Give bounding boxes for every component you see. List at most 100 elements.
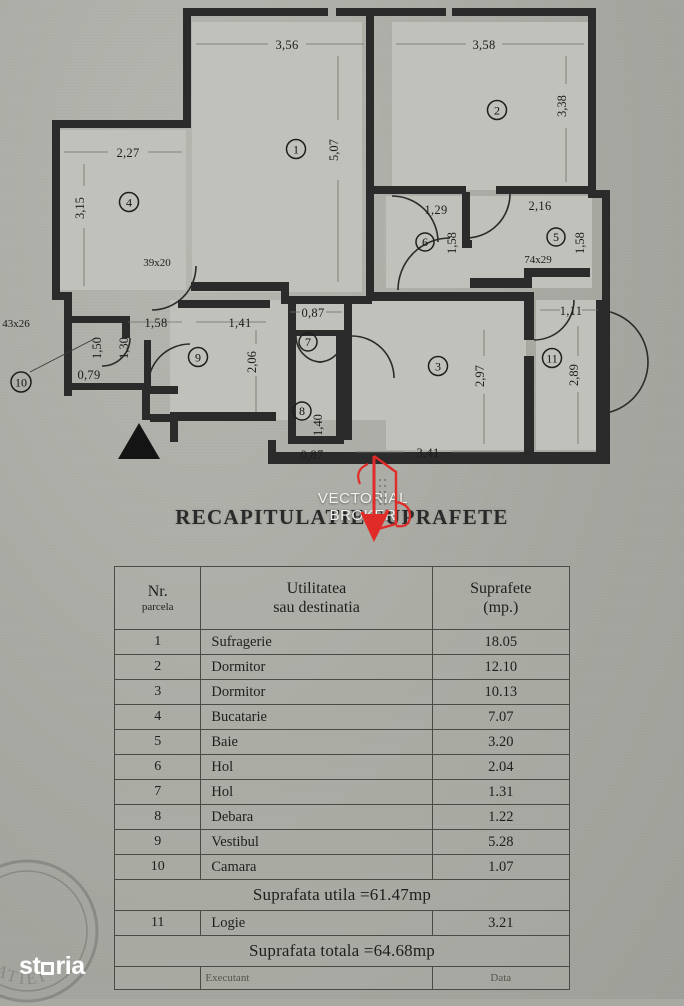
- dim-room9-height: 2,06: [245, 351, 259, 373]
- header-utilitatea-line1: Utilitatea: [286, 580, 347, 597]
- cell-use: Dormitor: [200, 654, 433, 680]
- room-marker-11: 11: [541, 347, 563, 369]
- cell-nr: 3: [113, 679, 202, 705]
- cell-use: Logie: [200, 910, 433, 936]
- room-fills: [58, 22, 610, 450]
- cell-area: 3.21: [431, 910, 571, 936]
- entrance-triangle-marker: [118, 423, 160, 459]
- storia-logo-suffix: ria: [55, 952, 85, 980]
- cell-nr: 6: [113, 754, 202, 780]
- cell-area: 7.07: [431, 704, 571, 730]
- cell-area: 1.31: [431, 779, 571, 805]
- room-marker-5: 5: [546, 227, 566, 247]
- dim-room11-width: 1,11: [560, 304, 583, 318]
- header-nr-big: Nr.: [147, 583, 168, 600]
- cell-nr: 4: [113, 704, 202, 730]
- room-label-9: 9: [195, 351, 201, 365]
- cell-use: Baie: [200, 729, 433, 755]
- room-marker-3: 3: [427, 355, 449, 377]
- cell-use: Debara: [200, 804, 433, 830]
- cell-area: 1.22: [431, 804, 571, 830]
- footer-cell-empty: [113, 966, 202, 990]
- cell-use: Hol: [200, 779, 433, 805]
- room-label-3: 3: [435, 360, 441, 374]
- cell-use: Dormitor: [200, 679, 433, 705]
- cell-use: Bucatarie: [200, 704, 433, 730]
- dim-room8-height: 1,40: [311, 414, 325, 436]
- room-label-4: 4: [126, 196, 132, 210]
- subtotal-label: Suprafata utila =61.47mp: [114, 879, 570, 911]
- footer-executant: Executant: [200, 966, 433, 990]
- dim-room9-width-b: 1,41: [228, 316, 251, 330]
- door-swing-arcs: [101, 193, 649, 415]
- dim-room11-height: 2,89: [567, 364, 581, 386]
- dim-room10-height: 1,50: [90, 337, 104, 359]
- room-label-5: 5: [553, 230, 559, 244]
- room-number-markers: 1 2 3 4 5 6 7 8 9 10 11: [10, 99, 566, 421]
- cell-use: Camara: [200, 854, 433, 880]
- cell-nr: 8: [113, 804, 202, 830]
- dim-room6-height: 1,58: [445, 232, 459, 254]
- cell-area: 5.28: [431, 829, 571, 855]
- storia-logo-prefix: st: [19, 952, 41, 980]
- header-suprafete: Suprafete (mp.): [431, 566, 571, 630]
- dim-room1-height: 5,07: [327, 139, 341, 161]
- header-nr-parcela: Nr. parcela: [113, 566, 202, 630]
- dim-room10-width: 0,79: [77, 368, 100, 382]
- total-label: Suprafata totala =64.68mp: [114, 935, 570, 967]
- cell-nr: 1: [113, 629, 202, 655]
- cell-area: 12.10: [431, 654, 571, 680]
- header-utilitatea: Utilitatea sau destinatia: [200, 566, 433, 630]
- subtotal-row: Suprafata utila =61.47mp: [114, 879, 570, 911]
- window-label-kitchen: 39x20: [143, 257, 171, 269]
- dim-room3-height: 2,97: [473, 365, 487, 387]
- room-marker-8: 8: [292, 401, 312, 421]
- room-marker-10: 10: [10, 371, 32, 393]
- header-nr-small: parcela: [141, 601, 174, 613]
- dim-room4-width: 2,27: [116, 146, 139, 160]
- room-label-6: 6: [422, 235, 428, 249]
- room-label-2: 2: [494, 104, 500, 118]
- room-marker-2: 2: [486, 99, 508, 121]
- cell-area: 10.13: [431, 679, 571, 705]
- dim-room8-width: 0,87: [300, 448, 323, 462]
- room-marker-4: 4: [118, 191, 140, 213]
- dim-room1-width: 3,56: [275, 38, 298, 52]
- room-marker-9: 9: [187, 346, 209, 368]
- room-label-10: 10: [15, 376, 27, 390]
- cell-use: Vestibul: [200, 829, 433, 855]
- cell-area: 2.04: [431, 754, 571, 780]
- room-marker-6: 6: [415, 232, 435, 252]
- dim-room5-width: 2,16: [528, 199, 551, 213]
- cell-nr: 7: [113, 779, 202, 805]
- table-header-row: Nr. parcela Utilitatea sau destinatia Su…: [113, 566, 571, 630]
- interior-walls: [178, 16, 603, 456]
- window-label-bath: 74x29: [524, 254, 552, 266]
- room-label-1: 1: [293, 143, 299, 157]
- cell-use: Sufragerie: [200, 629, 433, 655]
- cell-nr: 5: [113, 729, 202, 755]
- dim-room3-width: 3,41: [416, 446, 439, 460]
- dim-room2-height: 3,38: [555, 95, 569, 117]
- room-label-8: 8: [299, 404, 305, 418]
- cell-nr: 10: [113, 854, 202, 880]
- dim-room9-width-a: 1,58: [144, 316, 167, 330]
- footer-data: Data: [431, 966, 571, 990]
- cell-use: Hol: [200, 754, 433, 780]
- room-label-11: 11: [546, 352, 558, 366]
- dim-room2-width: 3,58: [472, 38, 495, 52]
- dimension-labels: 3,56 5,07 3,58 3,38 2,27 3,15 39x20 1,58…: [2, 38, 587, 462]
- dim-room4-height: 3,15: [73, 197, 87, 219]
- cell-area: 3.20: [431, 729, 571, 755]
- page-title: RECAPITULATIE SUPRAFETE: [175, 505, 509, 529]
